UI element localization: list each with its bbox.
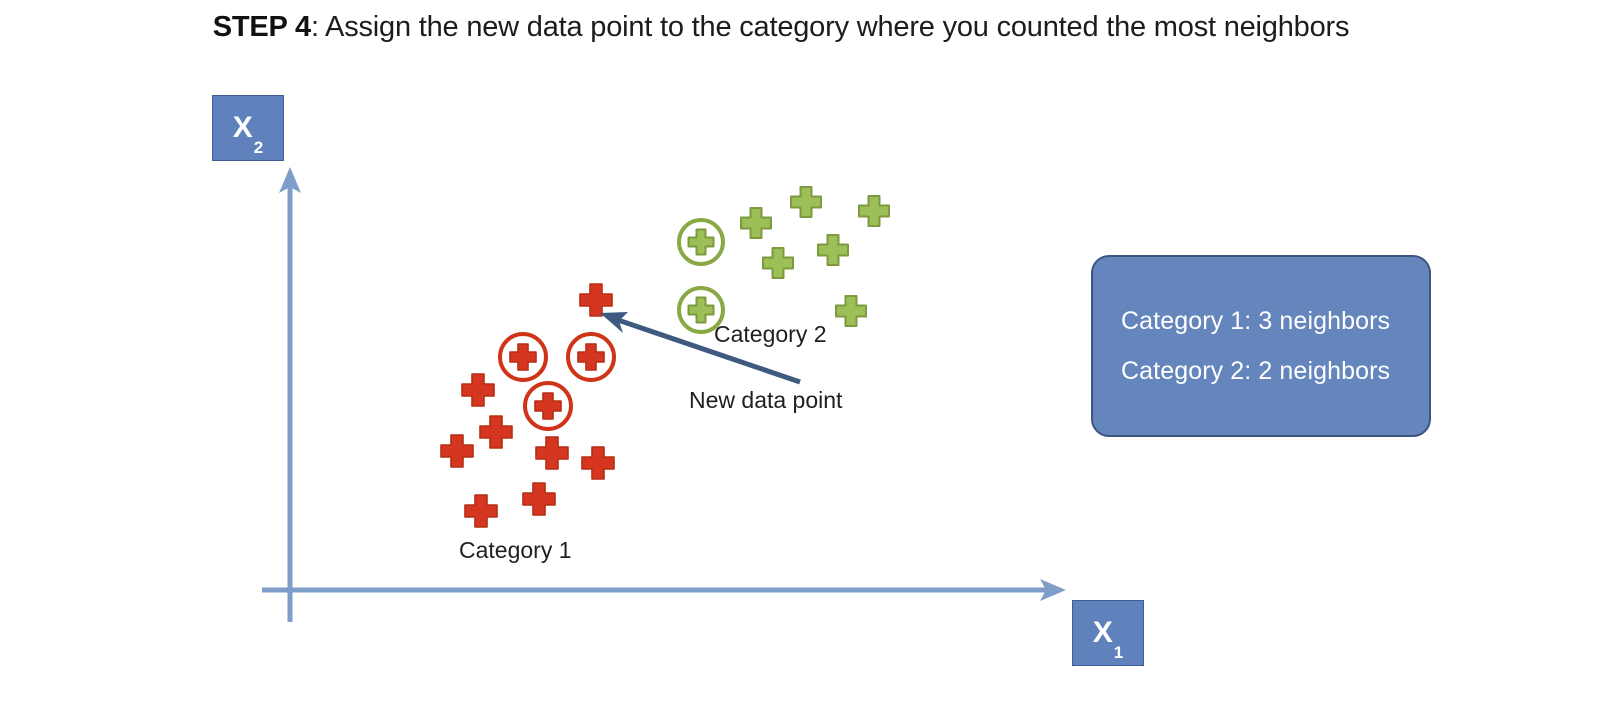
category-2-markers bbox=[677, 186, 890, 334]
category-1-marker bbox=[522, 482, 556, 516]
neighbor-count-line-category-1: Category 1: 3 neighbors bbox=[1121, 307, 1391, 335]
category-2-marker bbox=[790, 186, 822, 218]
category-2-marker bbox=[835, 295, 867, 327]
new-data-point-marker bbox=[579, 283, 613, 317]
category-1-marker bbox=[461, 373, 495, 407]
category-1-markers bbox=[440, 283, 616, 528]
category-1-marker bbox=[440, 434, 474, 468]
axis-label-x1-base: X bbox=[1092, 616, 1113, 649]
category-1-neighbor-marker bbox=[498, 332, 548, 382]
neighbor-count-box: Category 1: 3 neighbors Category 2: 2 ne… bbox=[1091, 255, 1431, 437]
title-step-rest: : Assign the new data point to the categ… bbox=[310, 11, 1350, 43]
axis-x bbox=[262, 579, 1066, 601]
category-2-marker bbox=[762, 247, 794, 279]
category-1-marker bbox=[479, 415, 513, 449]
axis-label-x2-base: X bbox=[232, 111, 253, 144]
category-1-marker bbox=[464, 494, 498, 528]
category-2-neighbor-marker bbox=[677, 286, 725, 334]
neighbor-count-line-category-2: Category 2: 2 neighbors bbox=[1121, 357, 1391, 385]
axis-label-x1-subscript: 1 bbox=[1113, 643, 1124, 662]
axis-label-x2-subscript: 2 bbox=[253, 138, 264, 157]
category-1-marker bbox=[581, 446, 615, 480]
category-1-neighbor-marker bbox=[523, 381, 573, 431]
new-data-point-label: New data point bbox=[689, 387, 843, 413]
category-1-neighbor-marker bbox=[566, 332, 616, 382]
category-1-label: Category 1 bbox=[459, 537, 572, 563]
category-2-marker bbox=[858, 195, 890, 227]
category-2-marker bbox=[817, 234, 849, 266]
category-2-label: Category 2 bbox=[714, 321, 827, 347]
title-step-prefix: STEP 4 bbox=[212, 11, 311, 43]
page-title: STEP 4: Assign the new data point to the… bbox=[170, 8, 1392, 46]
category-1-marker bbox=[535, 436, 569, 470]
category-2-marker bbox=[740, 207, 772, 239]
new-data-point-arrow bbox=[600, 312, 801, 385]
category-2-neighbor-marker bbox=[677, 218, 725, 266]
axis-y bbox=[279, 167, 301, 622]
